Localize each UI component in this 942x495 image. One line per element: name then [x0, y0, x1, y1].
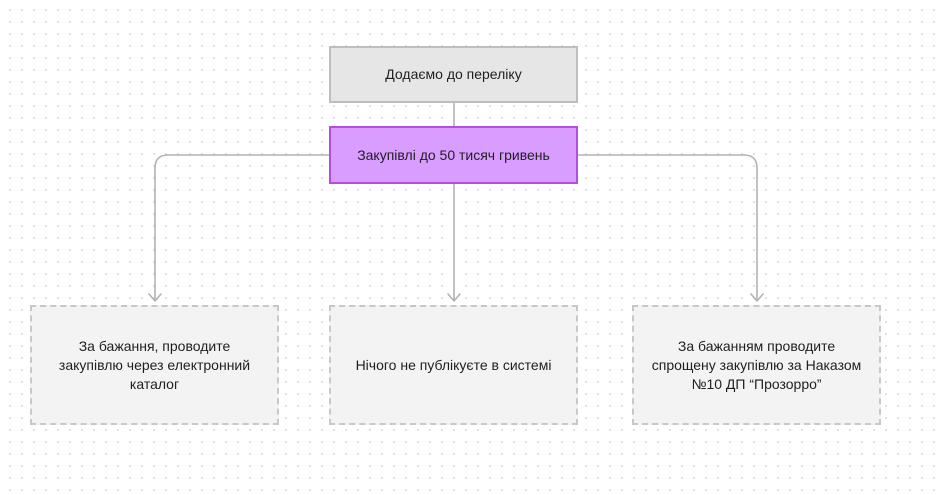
node-simplified-procurement: За бажанням проводите спрощену закупівлю…: [632, 305, 881, 425]
node-add-to-list: Додаємо до переліку: [329, 46, 578, 103]
node-publish-nothing-label: Нічого не публікуєте в системі: [355, 356, 552, 373]
node-electronic-catalog: За бажання, проводите закупівлю через ел…: [30, 305, 279, 425]
arrowhead-left: [148, 293, 162, 302]
connector-threshold-to-right: [577, 154, 758, 301]
node-purchases-under-50k: Закупівлі до 50 тисяч гривень: [329, 126, 578, 184]
node-simplified-procurement-label: За бажанням проводите спрощену закупівлю…: [651, 337, 862, 392]
node-add-to-list-label: Додаємо до переліку: [385, 66, 522, 82]
node-purchases-under-50k-label: Закупівлі до 50 тисяч гривень: [357, 146, 550, 163]
arrowhead-right: [750, 293, 764, 302]
connector-threshold-to-left: [154, 154, 330, 301]
node-publish-nothing: Нічого не публікуєте в системі: [329, 305, 578, 425]
arrowhead-middle: [447, 293, 461, 302]
node-electronic-catalog-label: За бажання, проводите закупівлю через ел…: [58, 337, 251, 392]
